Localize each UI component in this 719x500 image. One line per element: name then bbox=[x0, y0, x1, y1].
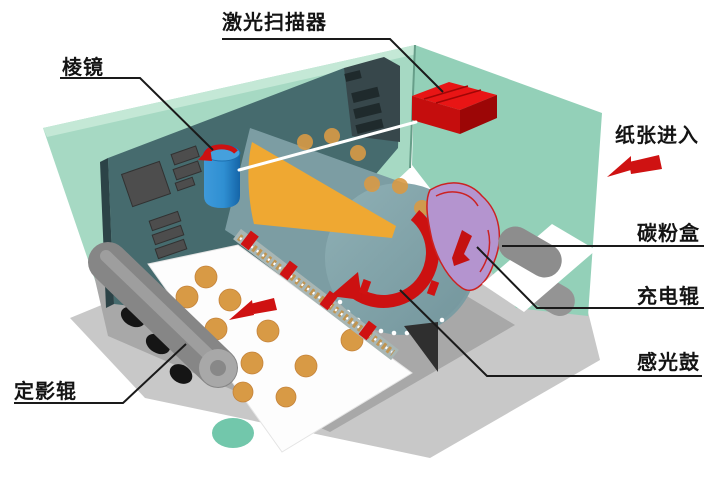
paper-in-arrow bbox=[607, 155, 662, 177]
toner-dots-on-paper bbox=[175, 265, 364, 408]
label-fixing-roller: 定影辊 bbox=[14, 379, 77, 403]
label-laser-scanner: 激光扫描器 bbox=[222, 10, 327, 34]
laser-fan-beam bbox=[248, 142, 396, 238]
leader-photosensitive-drum bbox=[399, 289, 702, 377]
board-chips bbox=[120, 145, 202, 260]
fixing-roller-unit bbox=[88, 242, 238, 388]
paper-direction-arrow bbox=[229, 298, 277, 320]
laser-beam bbox=[237, 120, 418, 172]
label-charging-roller: 充电辊 bbox=[637, 284, 700, 308]
paper-sheet bbox=[147, 244, 413, 453]
label-toner-cartridge: 碳粉盒 bbox=[637, 221, 700, 245]
toner-cartridge-roller bbox=[498, 226, 562, 278]
drum-rotation-arrow bbox=[347, 210, 439, 308]
toner-flow-arrow bbox=[452, 230, 472, 266]
rail-clips bbox=[240, 230, 440, 341]
toner-cloud bbox=[426, 182, 501, 291]
board-end-panel bbox=[344, 57, 400, 142]
leader-prism bbox=[60, 77, 214, 151]
toner-dots-on-drum bbox=[297, 128, 430, 216]
prism bbox=[198, 144, 241, 208]
label-paper-in: 纸张进入 bbox=[615, 123, 699, 147]
drum-rotation-arrowhead bbox=[330, 272, 362, 300]
leader-laser-scanner bbox=[222, 38, 444, 93]
laser-scanner-box bbox=[412, 82, 497, 134]
leader-charging-roller bbox=[476, 246, 704, 309]
leader-lines bbox=[14, 38, 704, 404]
case-floor-patch bbox=[212, 418, 254, 448]
transfer-rail bbox=[233, 228, 440, 361]
paper-guide-wedge bbox=[404, 322, 438, 372]
label-prism: 棱镜 bbox=[62, 55, 104, 79]
label-photosensitive-drum: 感光鼓 bbox=[637, 350, 700, 374]
prism-rotation-arrowhead bbox=[198, 147, 212, 161]
leader-fixing-roller bbox=[14, 343, 187, 404]
